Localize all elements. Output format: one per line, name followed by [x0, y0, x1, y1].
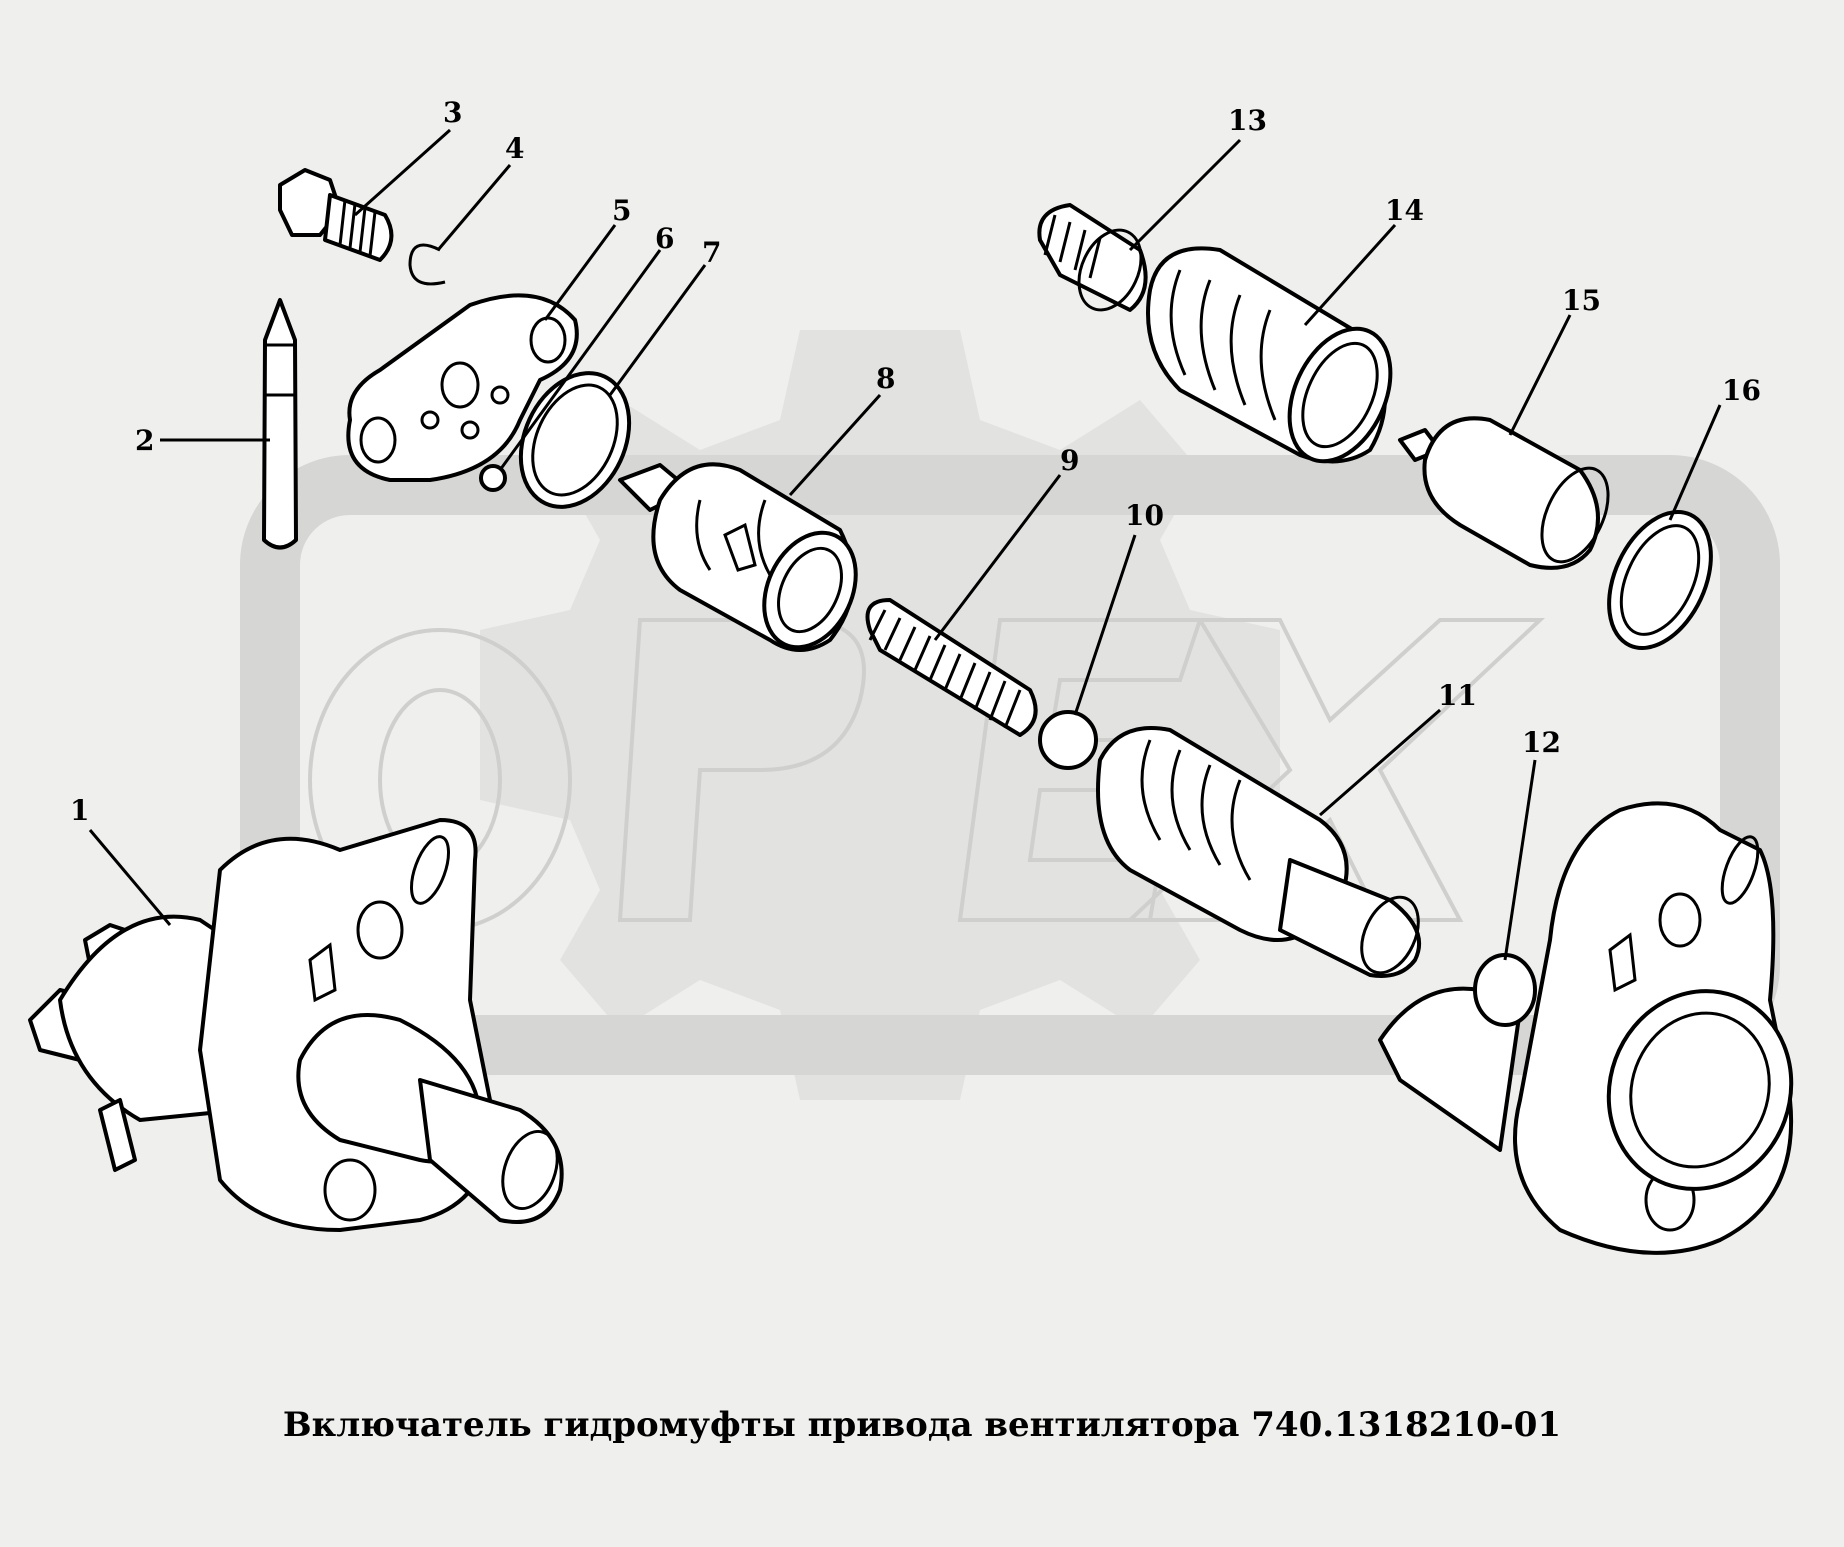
leader-15	[1508, 314, 1572, 436]
part-15-plug	[1398, 416, 1610, 570]
part-13-spring	[1037, 203, 1148, 312]
callout-1: 1	[70, 794, 89, 827]
part-9-spring	[865, 598, 1038, 737]
callout-3: 3	[443, 96, 462, 129]
diagram-caption: Включатель гидромуфты привода вентилятор…	[282, 1405, 1562, 1445]
leader-14	[1303, 223, 1397, 327]
callout-14: 14	[1385, 194, 1424, 227]
callout-6: 6	[655, 222, 674, 255]
part-2-pin	[262, 298, 298, 550]
part-3-bolt	[278, 168, 394, 262]
part-12-housing-right	[1378, 801, 1794, 1255]
part-6-ball	[479, 464, 507, 492]
callout-11: 11	[1438, 679, 1477, 712]
leader-6	[498, 249, 662, 471]
part-11-valve-body	[1096, 726, 1421, 978]
leader-13	[1128, 138, 1242, 252]
callout-labels: 1 2 3 4 5 6 7 8 9 10 11 12 13 14 15 16	[70, 96, 1761, 827]
leader-7	[608, 264, 707, 396]
part-16-o-ring	[1607, 510, 1713, 650]
part-5-flange-plate	[346, 293, 579, 482]
callout-5: 5	[612, 194, 631, 227]
part-4-circlip	[408, 243, 446, 286]
part-8-valve-sleeve	[618, 462, 858, 652]
leader-5	[543, 224, 617, 321]
callout-16: 16	[1722, 374, 1761, 407]
part-1-housing-left	[28, 818, 564, 1232]
leader-10	[1073, 534, 1137, 716]
leader-8	[788, 393, 882, 497]
leader-lines	[88, 128, 1722, 961]
callout-8: 8	[876, 362, 895, 395]
leader-3	[353, 128, 452, 217]
callout-15: 15	[1562, 284, 1601, 317]
part-10-ball	[1038, 710, 1098, 770]
callout-12: 12	[1522, 726, 1561, 759]
leader-4	[436, 164, 512, 251]
part-14-large-spring	[1146, 246, 1393, 464]
leader-9	[933, 474, 1062, 641]
leader-11	[1319, 708, 1441, 817]
callout-7: 7	[702, 236, 721, 269]
callout-9: 9	[1060, 444, 1079, 477]
callout-2: 2	[135, 424, 154, 457]
leader-16	[1668, 404, 1722, 521]
watermark-band	[240, 455, 1780, 1075]
callout-10: 10	[1125, 499, 1164, 532]
callout-13: 13	[1228, 104, 1267, 137]
callout-4: 4	[505, 132, 524, 165]
leader-1	[88, 829, 172, 926]
leader-12	[1503, 759, 1537, 961]
